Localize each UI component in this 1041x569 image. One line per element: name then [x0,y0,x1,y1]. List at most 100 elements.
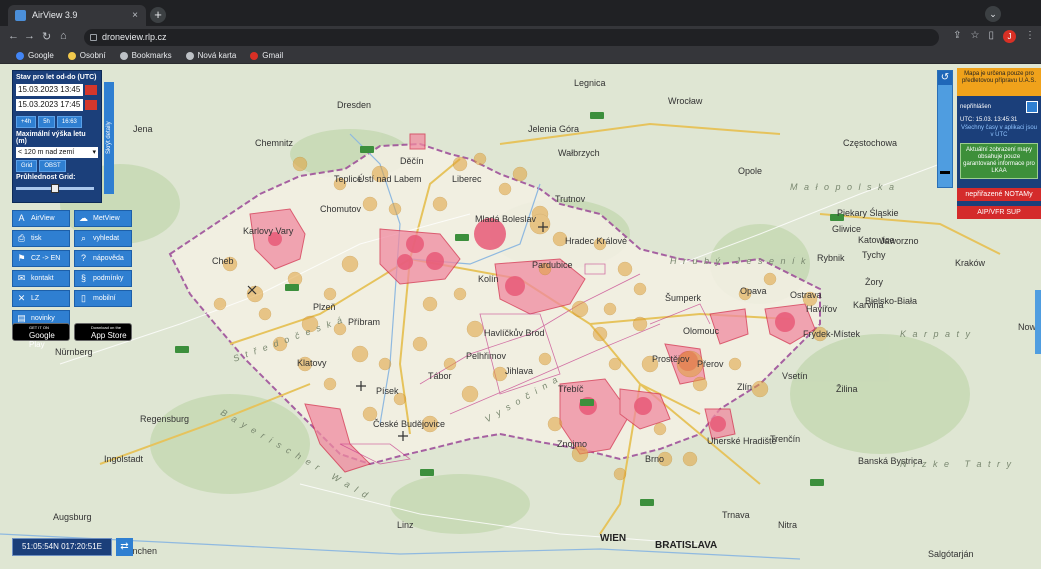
bookmarks-bar: Google Osobní Bookmarks Nová karta Gmail [0,48,1041,64]
city-label: Augsburg [53,512,92,522]
city-label: Plzeň [313,302,336,312]
5h-button[interactable]: 5h [38,116,55,128]
city-label: Děčín [400,156,424,166]
link-lz[interactable]: ✕LZ [12,290,70,307]
bookmark-gmail[interactable]: Gmail [250,51,283,60]
city-label: Trenčín [770,434,801,444]
city-label: Karlovy Vary [243,226,294,236]
login-icon[interactable] [1026,101,1038,113]
link-icon: § [80,273,86,283]
grid-button[interactable]: Grid [16,160,38,172]
city-label: Częstochowa [843,138,898,148]
city-label: Havířov [806,304,838,314]
plus-4h-button[interactable]: +4h [16,116,37,128]
aip-vfr-sup-button[interactable]: AIP/VFR SUP [957,206,1041,219]
close-tab-icon[interactable]: × [132,10,138,21]
home-icon[interactable]: ⌂ [60,30,67,42]
back-icon[interactable]: ← [8,30,19,42]
link-cz-en[interactable]: ⚑CZ -> EN [12,250,70,267]
link-podm-nky[interactable]: §podmínky [74,270,132,287]
link-icon: ? [80,253,86,263]
notam-button[interactable]: nepřiřazené NOTAMy [957,188,1041,201]
link-label: MetView [93,215,120,222]
city-label: Ingolstadt [104,454,144,464]
link-icon: ▯ [81,293,86,303]
browser-tab[interactable]: AirView 3.9 × [8,5,146,26]
region-label-nizke-tatry: N í z k e T a t r y [900,459,1014,469]
time-from-input[interactable]: 15.03.2023 13:45 [16,84,83,96]
lock-icon [90,34,97,41]
max-height-value: < 120 m nad zemí [18,149,75,156]
profile-avatar[interactable]: J [1003,30,1016,43]
forward-icon[interactable]: → [24,30,35,42]
max-height-label: Maximální výška letu (m) [16,131,86,145]
city-label: Trutnov [555,194,586,204]
obst-button[interactable]: OBST [39,160,66,172]
city-label: Havlíčkův Brod [484,328,545,338]
link-label: tisk [31,235,42,242]
link-tisk[interactable]: ⎙tisk [12,230,70,247]
link-label: novinky [31,315,55,322]
bookmark-nová-karta[interactable]: Nová karta [185,51,237,60]
city-label: Tábor [428,371,452,381]
link-vyhledat[interactable]: ⌕vyhledat [74,230,132,247]
bookmark-osobní[interactable]: Osobní [67,51,106,60]
time-preset-button[interactable]: 16:63 [56,116,82,128]
opacity-label: Průhlednost Grid: [16,174,76,181]
right-edge-tab[interactable] [1035,290,1041,354]
city-label: Dresden [337,100,372,110]
zoom-scale[interactable]: ↺ [937,70,953,188]
city-label: Jelenia Góra [528,124,580,134]
link-label: kontakt [31,275,54,282]
city-label: Kraków [955,258,986,268]
city-label: WIEN [600,533,627,544]
bookmark-bookmarks[interactable]: Bookmarks [119,51,172,60]
bookmark-icon [119,51,128,60]
city-label: Uherské Hradiště [707,436,777,446]
region-label-karpaty: K a r p a t y [900,329,973,339]
side-panel-icon[interactable]: ▯ [988,30,994,41]
city-label: Hradec Králové [565,236,628,246]
bookmark-label: Nová karta [197,51,237,60]
share-icon[interactable]: ⇪ [953,30,962,41]
browser-toolbar: ← → ↻ ⌂ droneview.rlp.cz ⇪ ☆ ▯ J ⋮ [0,26,1041,48]
bookmark-icon [16,51,24,60]
tab-search-button[interactable]: ⌄ [985,6,1001,22]
menu-icon[interactable]: ⋮ [1025,30,1035,41]
bookmark-label: Gmail [262,51,284,60]
bookmark-label: Bookmarks [131,51,172,60]
link-kontakt[interactable]: ✉kontakt [12,270,70,287]
bookmark-label: Google [28,51,54,60]
city-label: Klatovy [297,358,327,368]
bookmark-star-icon[interactable]: ☆ [970,30,980,41]
new-tab-button[interactable]: + [150,7,166,23]
city-label: Třebíč [558,384,584,394]
utc-note-link[interactable]: Všechny časy v aplikaci jsou v UTC [960,125,1038,138]
opacity-slider-knob[interactable] [51,184,59,193]
opacity-slider[interactable] [16,184,94,193]
chevron-down-icon: ▾ [92,149,96,156]
hide-details-tab[interactable]: Skrýt detaily [104,82,114,194]
shuffle-coordinates-icon[interactable]: ⇄ [116,538,133,556]
reset-rotation-icon[interactable]: ↺ [938,71,952,85]
bookmark-google[interactable]: Google [16,51,54,60]
link-icon: ▤ [17,313,26,323]
link-mobiln-[interactable]: ▯mobilní [74,290,132,307]
city-label: Ostrava [790,290,822,300]
address-bar[interactable]: droneview.rlp.cz [84,29,939,46]
reload-icon[interactable]: ↻ [42,31,52,43]
city-label: Brno [645,454,665,464]
calendar-to-icon[interactable] [85,100,97,110]
city-label: Regensburg [140,414,190,424]
link-n-pov-da[interactable]: ?nápověda [74,250,132,267]
link-metview[interactable]: ☁MetView [74,210,132,227]
calendar-from-icon[interactable] [85,85,97,95]
zoom-level-marker[interactable] [940,171,950,174]
max-height-select[interactable]: < 120 m nad zemí ▾ [16,147,98,158]
city-label: Opole [738,166,763,176]
time-to-input[interactable]: 15.03.2023 17:45 [16,99,83,111]
